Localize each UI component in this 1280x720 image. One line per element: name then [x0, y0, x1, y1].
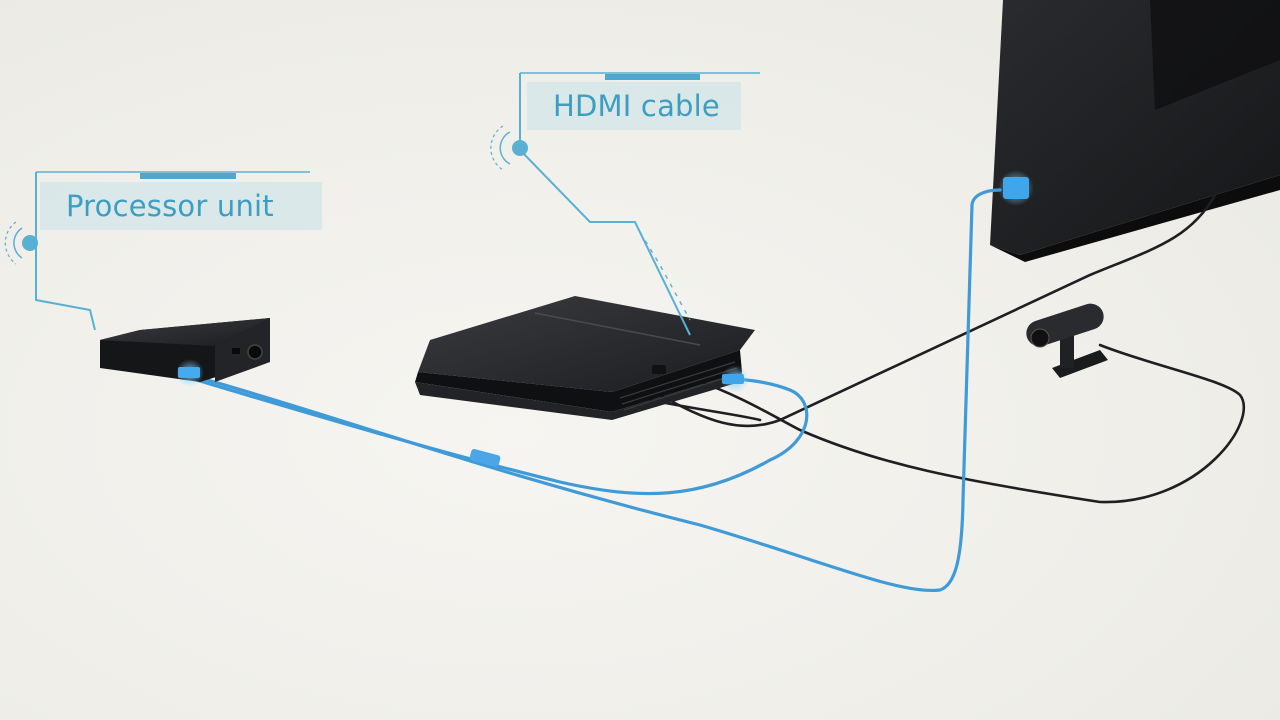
game-console-device	[415, 296, 755, 420]
hdmi-cable-label: HDMI cable	[527, 82, 741, 130]
processor-unit-label: Processor unit	[40, 182, 322, 230]
processor-callout-line	[4, 171, 310, 331]
tv-screen	[990, 0, 1280, 262]
hdmi-coupler	[469, 448, 501, 468]
processor-unit-device	[100, 318, 270, 387]
hdmi-callout-line	[490, 72, 760, 336]
camera-device	[1026, 303, 1108, 378]
tv-hdmi-plug	[998, 170, 1034, 206]
hdmi-cables	[188, 188, 1002, 593]
